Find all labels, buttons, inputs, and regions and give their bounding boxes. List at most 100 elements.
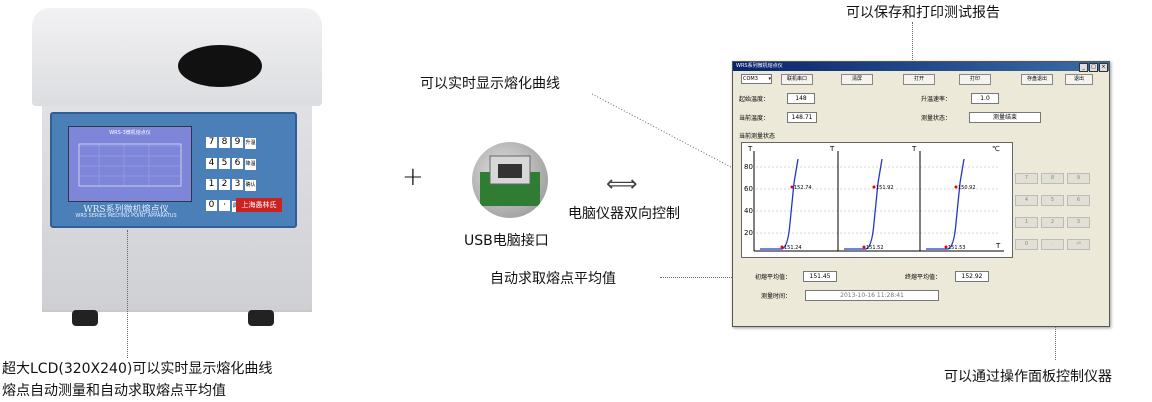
device-key[interactable]: 9 — [232, 137, 243, 148]
minimize-button[interactable]: _ — [1079, 63, 1088, 72]
point-label-top-3: 150.92 — [958, 185, 976, 191]
caption-usb: USB电脑接口 — [464, 233, 549, 249]
double-arrow-icon: ⟺ — [606, 172, 638, 197]
axis-t-label-x: T — [995, 242, 1001, 250]
time-field: 2013-10-16 11:28:41 — [805, 290, 939, 301]
rate-label: 升温速率： — [921, 96, 952, 103]
exit-button[interactable]: 退出 — [1065, 74, 1093, 85]
status-field: 测量结束 — [969, 112, 1041, 123]
close-button[interactable]: × — [1099, 63, 1108, 72]
leader-line-device — [127, 230, 128, 358]
device-key[interactable]: 1 — [206, 179, 217, 190]
numpad-key[interactable]: 6 — [1067, 195, 1090, 206]
device-foot-right — [248, 310, 274, 326]
status-label: 测量状态： — [921, 115, 952, 122]
axis-t-label-2: T — [829, 145, 835, 153]
device-key[interactable]: · — [219, 200, 230, 211]
start-temp-field[interactable]: 148 — [787, 93, 815, 104]
leader-line-report — [912, 22, 913, 62]
device-key[interactable]: 确认 — [245, 180, 256, 191]
numpad-key[interactable]: 5 — [1041, 195, 1064, 206]
device-key[interactable]: 6 — [232, 158, 243, 169]
device-key[interactable]: 升温 — [245, 138, 256, 149]
y-tick-60: 60 — [744, 185, 753, 193]
numpad-key[interactable]: 2 — [1041, 217, 1064, 228]
device-foot-left — [72, 310, 98, 326]
device-key[interactable]: 8 — [219, 137, 230, 148]
numpad-key[interactable]: 4 — [1015, 195, 1038, 206]
start-temp-label: 起始温度： — [739, 96, 770, 103]
point-label-top-1: 152.74 — [794, 185, 812, 191]
point-label-bottom-1: 151.24 — [784, 245, 802, 251]
rate-field[interactable]: 1.0 — [971, 93, 999, 104]
melting-curve-plot: 152.74 151.92 150.92 151.24 151.52 151.5… — [741, 142, 1013, 258]
point-label-bottom-2: 151.52 — [866, 245, 884, 251]
caption-average: 自动求取熔点平均值 — [490, 271, 616, 287]
initial-avg-field: 151.45 — [803, 271, 837, 282]
device-key[interactable]: 4 — [206, 158, 217, 169]
caption-left-line1: 超大LCD(320X240)可以实时显示熔化曲线 — [2, 361, 273, 377]
device-key[interactable]: 5 — [219, 158, 230, 169]
leader-line-curve — [591, 93, 787, 197]
melting-curve-svg: 152.74 151.92 150.92 151.24 151.52 151.5… — [744, 145, 1004, 252]
print-button[interactable]: 打印 — [959, 74, 991, 85]
numpad-key[interactable]: 7 — [1015, 173, 1038, 184]
point-label-bottom-3: 151.53 — [948, 245, 966, 251]
y-tick-40: 40 — [744, 207, 753, 215]
caption-top-right: 可以保存和打印测试报告 — [846, 5, 1000, 21]
device-key[interactable]: 降温 — [245, 159, 256, 170]
numpad-key[interactable]: ⏎ — [1067, 239, 1090, 250]
device-key[interactable]: 2 — [219, 179, 230, 190]
usb-port-photo — [472, 142, 548, 218]
window-titlebar: WRS系列微机熔点仪 — [733, 62, 1109, 71]
final-avg-field: 152.92 — [955, 271, 989, 282]
caption-bidirectional: 电脑仪器双向控制 — [568, 206, 680, 222]
axis-unit-label: ℃ — [992, 145, 1000, 153]
device-lcd-screen: WRS-3微机熔点仪 — [68, 126, 192, 202]
clear-button[interactable]: 清屏 — [841, 74, 873, 85]
device-key[interactable]: 0 — [206, 200, 217, 211]
numpad-key[interactable]: 0 — [1015, 239, 1038, 250]
caption-panel-control: 可以通过操作面板控制仪器 — [944, 369, 1112, 385]
caption-left-line2: 熔点自动测量和自动求取熔点平均值 — [2, 383, 226, 399]
app-window: WRS系列微机熔点仪 _ □ × COM3 ▾ 联机串口 清屏 打开 打印 存盘退… — [732, 61, 1110, 327]
plot-title: 当前测量状态 — [739, 133, 776, 140]
lcd-graph — [78, 143, 182, 187]
y-tick-80: 80 — [744, 163, 753, 171]
device-brand: WRS系列微机熔点仪 — [83, 205, 169, 215]
caption-curve: 可以实时显示熔化曲线 — [420, 76, 560, 92]
window-title: WRS系列微机熔点仪 — [736, 63, 783, 69]
y-tick-20: 20 — [744, 229, 753, 237]
device-maker-badge: 上海愚林氏 — [236, 198, 282, 212]
leader-line-average — [660, 277, 750, 278]
sample-port — [178, 45, 262, 87]
time-label: 测量时间： — [761, 293, 792, 300]
port-select[interactable]: COM3 ▾ — [741, 74, 772, 84]
device-top — [32, 8, 322, 106]
numpad-key[interactable]: 8 — [1041, 173, 1064, 184]
numpad-key[interactable]: . — [1041, 239, 1064, 250]
axis-t-label-3: T — [911, 145, 917, 153]
open-button[interactable]: 打开 — [903, 74, 935, 85]
current-temp-field: 148.71 — [787, 112, 817, 123]
device-key[interactable]: 3 — [232, 179, 243, 190]
maximize-button[interactable]: □ — [1089, 63, 1098, 72]
numpad-key[interactable]: 1 — [1015, 217, 1038, 228]
connect-port-button[interactable]: 联机串口 — [781, 74, 813, 85]
numpad-key[interactable]: 9 — [1067, 173, 1090, 184]
initial-avg-label: 初熔平均值： — [755, 274, 792, 281]
plus-icon: + — [402, 162, 424, 192]
chevron-down-icon: ▾ — [768, 76, 771, 82]
port-select-value: COM3 — [743, 76, 758, 82]
lcd-title: WRS-3微机熔点仪 — [109, 130, 151, 136]
final-avg-label: 终熔平均值： — [905, 274, 942, 281]
numpad-key[interactable]: 3 — [1067, 217, 1090, 228]
axis-t-label-1: T — [747, 145, 753, 153]
current-temp-label: 当前温度： — [739, 115, 770, 122]
save-exit-button[interactable]: 存盘退出 — [1021, 74, 1053, 85]
device-key[interactable]: 7 — [206, 137, 217, 148]
point-label-top-2: 151.92 — [876, 185, 894, 191]
device-subtitle: WRS SERIES MELTING POINT APPARATUS — [75, 213, 177, 219]
